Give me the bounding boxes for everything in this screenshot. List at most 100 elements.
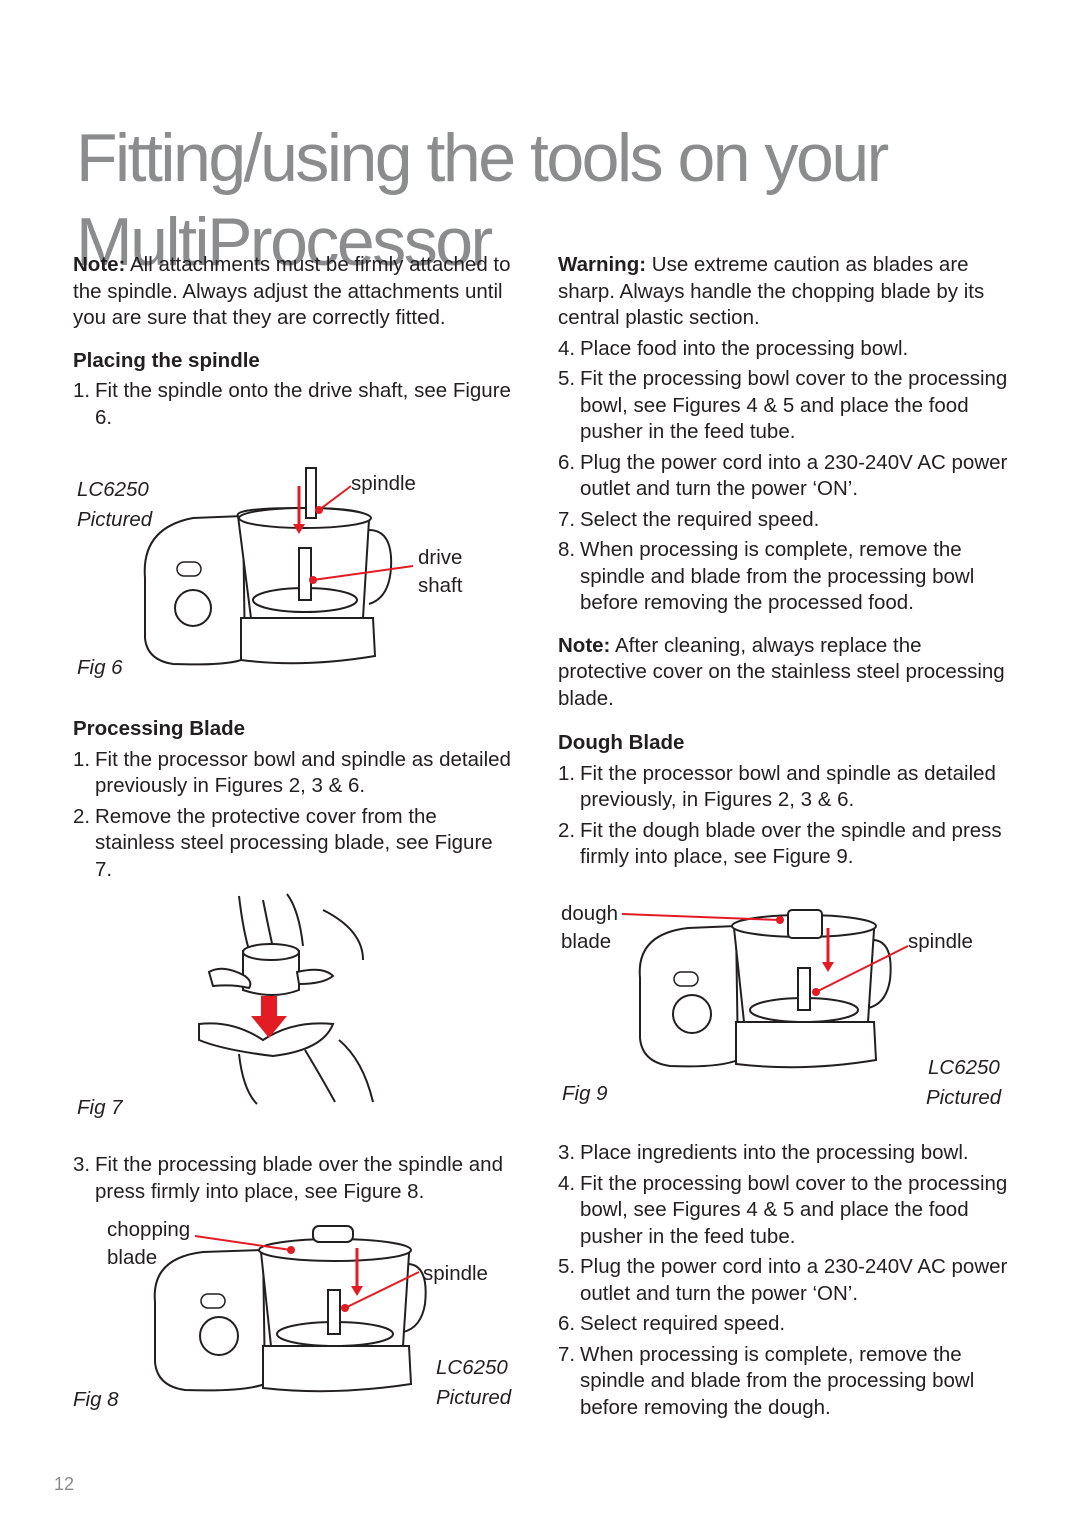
step-number: 7. [558,507,576,531]
page-number: 12 [54,1474,75,1494]
step-text: Place food into the processing bowl. [580,336,909,360]
step-number: 3. [73,1153,91,1176]
warning-text: Use extreme caution as blades are sharp.… [558,253,985,329]
hands-blade-illustration [198,893,374,1105]
step-number: 8. [558,538,576,561]
list-item: 6.Select required speed. [558,1311,1010,1338]
step-text: Fit the processor bowl and spindle as de… [580,761,996,812]
dough-steps-b: 3.Place ingredients into the processing … [558,1140,1010,1421]
list-item: 7.Select the required speed. [558,507,1010,534]
fig8-spindle-label: spindle [423,1262,488,1285]
note2-label: Note: [558,633,611,657]
dough-steps-b-section: 3.Place ingredients into the processing … [558,1140,1010,1425]
processing-step3: 3.Fit the processing blade over the spin… [73,1152,513,1209]
list-item: 2.Remove the protective cover from the s… [73,804,513,884]
list-item: 3.Fit the processing blade over the spin… [73,1152,513,1205]
fig6-caption: Fig 6 [77,656,123,679]
dough-heading: Dough Blade [558,731,685,754]
step-number: 4. [558,336,576,360]
note2-paragraph: Note: After cleaning, always replace the… [558,633,1010,713]
list-item: 2.Fit the dough blade over the spindle a… [558,818,1010,871]
left-column: Note: All attachments must be firmly att… [73,252,513,435]
figure-8: chopping blade spindle LC6250 Pictured F… [73,1212,518,1422]
step-text: Select the required speed. [580,507,820,531]
step-number: 7. [558,1342,576,1366]
figure-9: dough blade spindle LC6250 Pictured Fig … [558,898,1010,1114]
list-item: 8.When processing is complete, remove th… [558,537,1010,617]
fig6-drive-label: drive [418,546,463,569]
step-text: Plug the power cord into a 230-240V AC p… [580,1255,1008,1305]
step-text: Remove the protective cover from the sta… [95,804,493,881]
step-number: 6. [558,450,576,474]
fig9-blade-label: blade [561,930,612,953]
fig9-spindle-label: spindle [908,930,973,953]
fig8-pictured: Pictured [436,1386,512,1409]
list-item: 3.Place ingredients into the processing … [558,1140,1010,1167]
list-item: 4.Fit the processing bowl cover to the p… [558,1171,1010,1251]
placing-steps: 1.Fit the spindle onto the drive shaft, … [73,378,513,431]
step-number: 4. [558,1171,576,1195]
step-text: Plug the power cord into a 230-240V AC p… [580,450,1008,501]
fig6-model: LC6250 [77,478,149,501]
step-text: Fit the processing blade over the spindl… [95,1153,503,1203]
fig9-pictured: Pictured [926,1086,1002,1109]
placing-heading: Placing the spindle [73,348,260,372]
list-item: 1.Fit the spindle onto the drive shaft, … [73,378,513,431]
warning-label: Warning: [558,253,647,276]
step-number: 6. [558,1312,576,1335]
fig8-chopping-label: chopping [107,1218,191,1241]
page-title: Fitting/using the tools on your MultiPro… [76,119,889,280]
list-item: 7.When processing is complete, remove th… [558,1342,1010,1422]
step-text: Fit the processing bowl cover to the pro… [580,1171,1008,1248]
list-item: 4.Place food into the processing bowl. [558,336,1010,363]
processing-steps-b: 3.Fit the processing blade over the spin… [73,1152,513,1205]
processor-illustration-fig8 [153,1225,427,1393]
step-number: 1. [73,379,91,402]
warning-paragraph: Warning: Use extreme caution as blades a… [558,252,1010,332]
right-steps: 4.Place food into the processing bowl. 5… [558,336,1010,617]
step-number: 2. [73,804,91,828]
list-item: 6.Plug the power cord into a 230-240V AC… [558,450,1010,503]
figure-6: LC6250 Pictured spindle drive shaft Fig … [73,467,513,688]
step-text: Select required speed. [580,1312,786,1335]
note-paragraph: Note: All attachments must be firmly att… [73,252,513,332]
list-item: 1.Fit the processor bowl and spindle as … [558,761,1010,814]
fig8-blade-label: blade [107,1246,158,1269]
step-text: Fit the spindle onto the drive shaft, se… [95,379,511,429]
dough-steps: 1.Fit the processor bowl and spindle as … [558,761,1010,871]
processing-section: Processing Blade 1.Fit the processor bow… [73,716,513,887]
fig9-caption: Fig 9 [562,1082,608,1105]
fig8-caption: Fig 8 [73,1388,119,1411]
step-number: 1. [73,747,91,771]
step-text: Place ingredients into the processing bo… [580,1141,969,1164]
list-item: 1.Fit the processor bowl and spindle as … [73,747,513,800]
fig9-dough-label: dough [561,902,619,925]
fig6-spindle-label: spindle [351,472,416,495]
step-text: When processing is complete, remove the … [580,538,975,614]
step-number: 2. [558,818,576,842]
list-item: 5.Plug the power cord into a 230-240V AC… [558,1254,1010,1307]
step-number: 1. [558,761,576,785]
list-item: 5.Fit the processing bowl cover to the p… [558,366,1010,446]
fig9-model: LC6250 [928,1056,1000,1079]
step-text: Fit the processor bowl and spindle as de… [95,747,511,798]
step-number: 3. [558,1141,576,1164]
fig6-pictured: Pictured [77,508,153,531]
step-number: 5. [558,1255,576,1278]
fig7-caption: Fig 7 [77,1096,123,1119]
processing-heading: Processing Blade [73,717,246,740]
note2-text: After cleaning, always replace the prote… [558,633,1005,710]
fig8-model: LC6250 [436,1356,508,1379]
step-text: Fit the dough blade over the spindle and… [580,818,1002,869]
processing-steps: 1.Fit the processor bowl and spindle as … [73,747,513,884]
fig6-shaft-label: shaft [418,574,463,597]
note-text: All attachments must be firmly attached … [73,253,511,329]
note-label: Note: [73,253,126,276]
right-column: Warning: Use extreme caution as blades a… [558,252,1010,875]
processor-illustration-fig6 [143,467,414,666]
figure-7: Fig 7 [73,890,513,1120]
processor-illustration-fig9 [621,909,909,1069]
step-number: 5. [558,367,576,390]
step-text: When processing is complete, remove the … [580,1342,975,1419]
step-text: Fit the processing bowl cover to the pro… [580,367,1008,443]
